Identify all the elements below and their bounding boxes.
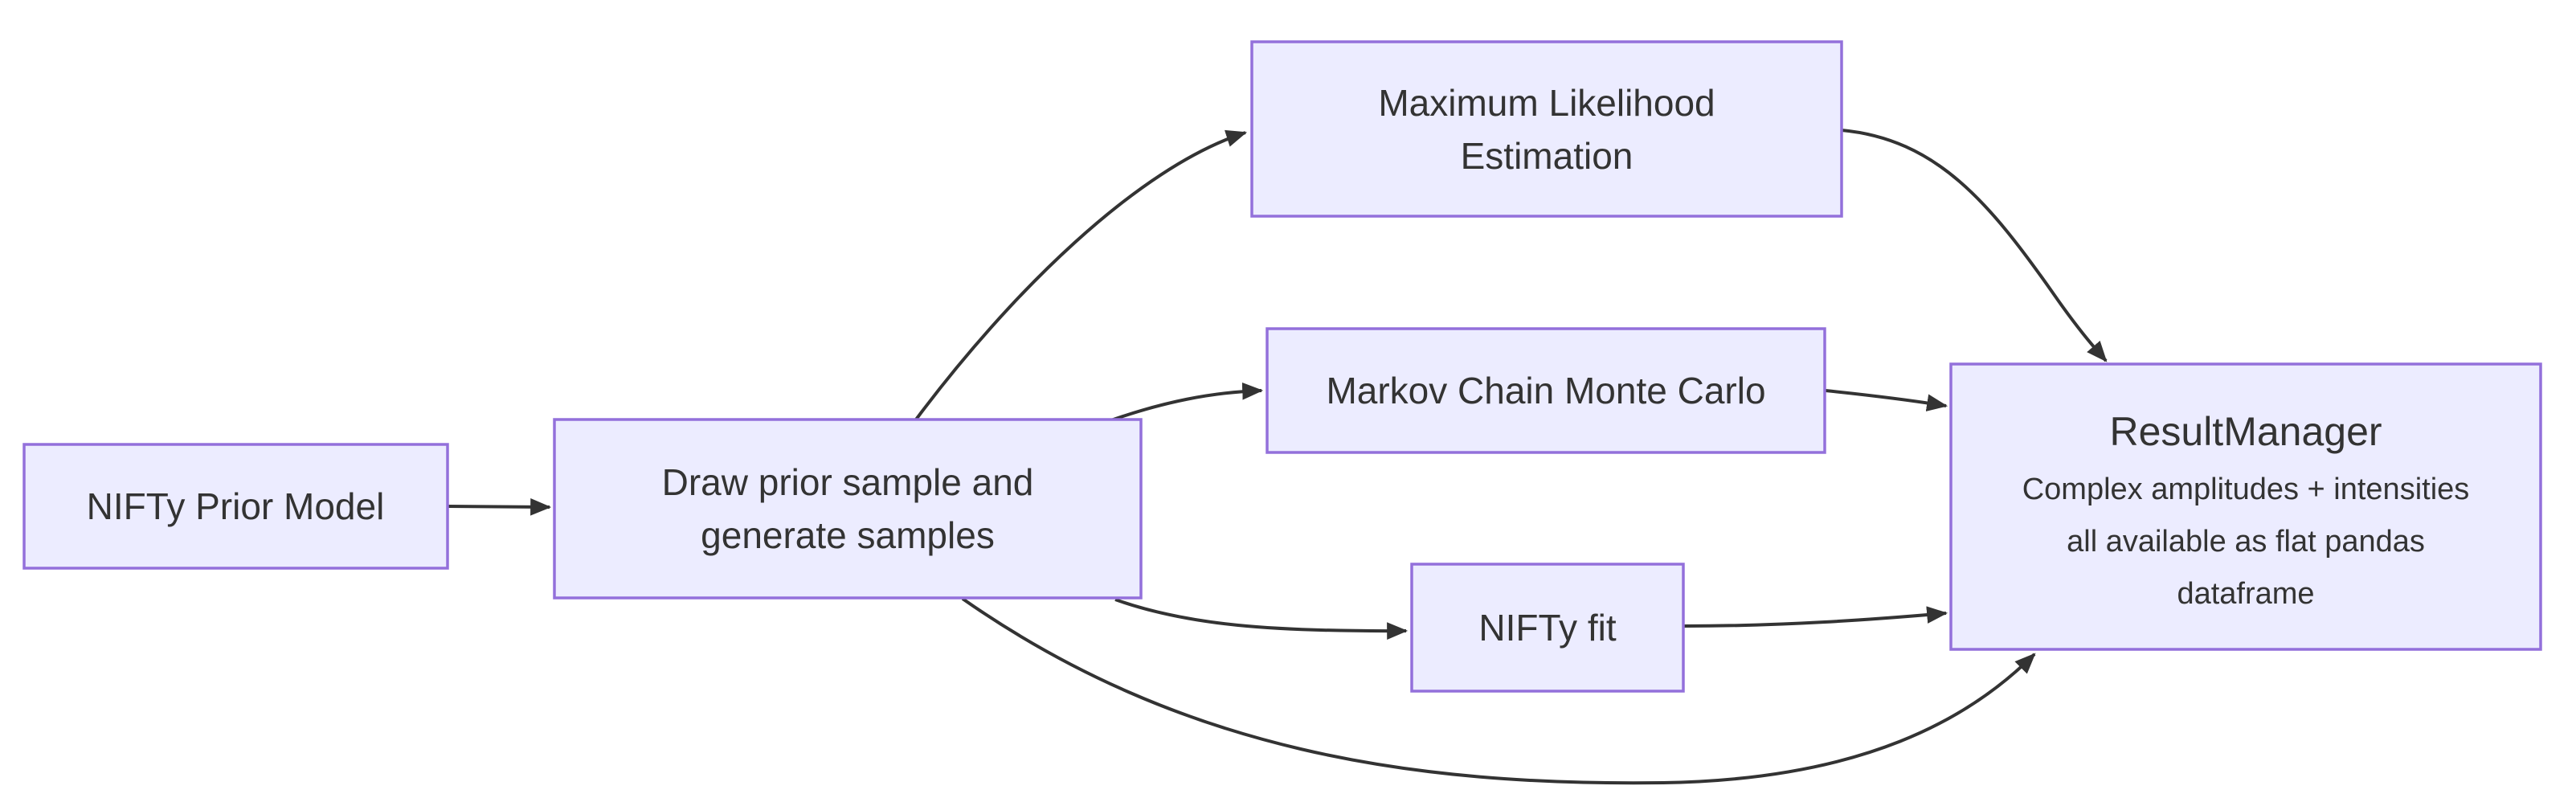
- node-markov-chain-monte-carlo: Markov Chain Monte Carlo: [1266, 327, 1826, 454]
- node-label: Markov Chain Monte Carlo: [1326, 370, 1765, 411]
- node-label: NIFTy Prior Model: [87, 485, 385, 527]
- node-box: [1410, 563, 1685, 693]
- node-draw-prior-sample: Draw prior sample and generate samples: [553, 418, 1143, 600]
- node-box: [1266, 327, 1826, 454]
- node-label-line-2: generate samples: [701, 514, 995, 556]
- node-box: [22, 443, 449, 570]
- node-box: [1250, 40, 1843, 218]
- node-label: NIFTy fit: [1478, 607, 1616, 649]
- node-title: ResultManager: [2109, 409, 2382, 454]
- edge-layer: [447, 129, 2108, 785]
- node-nifty-prior-model: NIFTy Prior Model: [22, 443, 449, 570]
- edge-mcmc-to-resultmanager: [1825, 389, 1948, 411]
- node-label-line-1: Complex amplitudes + intensities: [2022, 473, 2470, 506]
- node-box: [1949, 362, 2542, 651]
- node-result-manager: ResultManager Complex amplitudes + inten…: [1949, 362, 2542, 651]
- node-label-line-3: dataframe: [2177, 577, 2314, 611]
- edge-draw-to-mle: [914, 129, 1248, 421]
- edge-draw-to-mcmc: [1108, 382, 1264, 423]
- node-nifty-fit: NIFTy fit: [1410, 563, 1685, 693]
- edge-mle-to-resultmanager: [1841, 129, 2108, 362]
- edge-draw-to-resultmanager: [961, 597, 2036, 785]
- edge-draw-to-niftyfit: [1114, 598, 1409, 640]
- node-label-line-1: Maximum Likelihood: [1378, 82, 1715, 124]
- node-label-line-2: all available as flat pandas: [2067, 525, 2425, 559]
- edge-niftyfit-to-resultmanager: [1683, 606, 1948, 628]
- node-label-line-1: Draw prior sample and: [662, 461, 1034, 503]
- edge-prior-to-draw: [447, 497, 552, 516]
- node-label-line-2: Estimation: [1461, 135, 1634, 177]
- node-box: [553, 418, 1143, 600]
- node-maximum-likelihood-estimation: Maximum Likelihood Estimation: [1250, 40, 1843, 218]
